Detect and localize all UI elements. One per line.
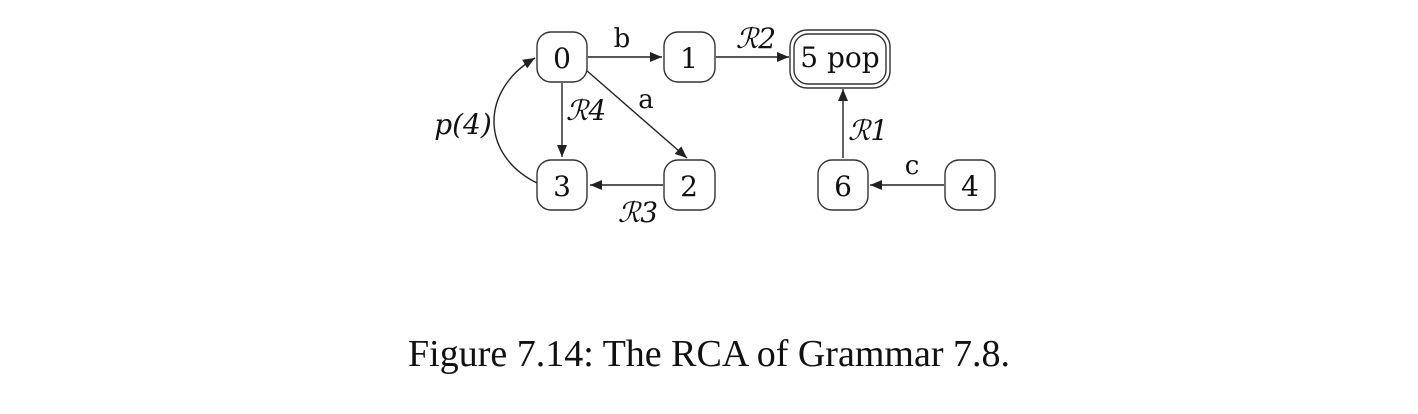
state-label: 3	[553, 170, 571, 203]
edge-0-2	[585, 69, 688, 159]
figure-caption: Figure 7.14: The RCA of Grammar 7.8.	[408, 333, 1010, 375]
edge-label-r4: ℛ4	[566, 94, 606, 127]
edge-label-r1: ℛ1	[848, 114, 888, 147]
state-node-4: 4	[944, 159, 996, 211]
state-label: 4	[961, 170, 979, 203]
rca-diagram: 0 1 2 3 4 5 pop 6 b a ℛ4 ℛ3 p(4) ℛ2 ℛ1 c	[434, 22, 996, 229]
state-node-3: 3	[536, 159, 588, 211]
state-node-2: 2	[663, 159, 716, 211]
state-label: 6	[834, 170, 852, 203]
state-label: 1	[680, 42, 698, 75]
state-label: 2	[680, 170, 698, 203]
edge-label-b: b	[614, 24, 631, 54]
state-label: 0	[553, 42, 571, 75]
state-node-6: 6	[817, 159, 869, 211]
state-node-5-accepting: 5 pop	[789, 29, 891, 89]
edge-label-a: a	[638, 85, 654, 115]
edge-3-0	[493, 57, 538, 184]
edge-label-p4: p(4)	[434, 108, 492, 141]
edge-label-r3: ℛ3	[618, 196, 658, 229]
edge-label-c: c	[905, 151, 920, 181]
edge-label-r2: ℛ2	[736, 22, 776, 55]
state-label: 5 pop	[800, 41, 879, 74]
state-node-1: 1	[663, 31, 716, 83]
state-node-0: 0	[536, 31, 588, 83]
